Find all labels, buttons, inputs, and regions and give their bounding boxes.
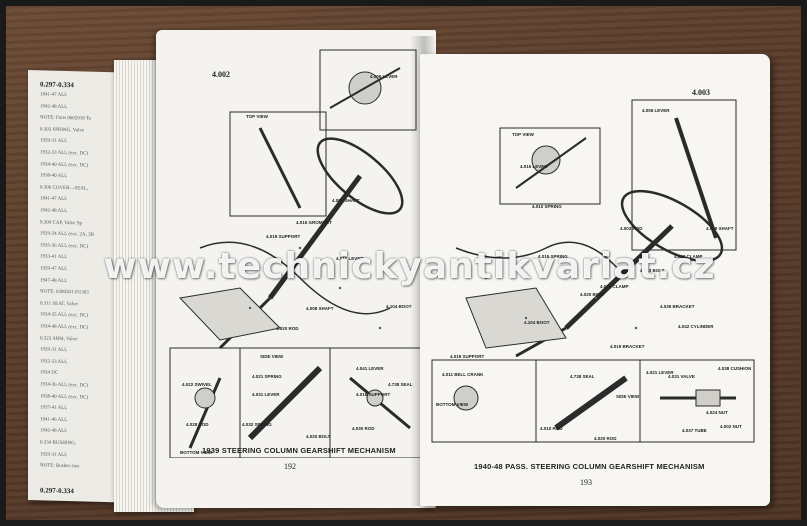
back-page-line: 0.311 SEAT, Valve <box>40 301 78 308</box>
right-page-caption: 1940-48 PASS. STEERING COLUMN GEARSHIFT … <box>474 462 705 471</box>
back-page-line: 1942-48 ALL <box>40 208 68 215</box>
back-page-line: 1934-40 ALL (exc. DC) <box>40 161 89 169</box>
diagram-callout-label: 4.031 VALVE <box>668 374 695 379</box>
column-detail-box <box>631 99 737 251</box>
diagram-callout-label: 4.008 SHAFT <box>306 306 334 311</box>
diagram-callout-label: TOP VIEW <box>246 114 268 119</box>
diagram-callout-label: 4.010 SPRING <box>532 204 562 209</box>
diagram-callout-label: 4.738 SEAL <box>570 374 595 379</box>
diagram-callout-label: 4.003 ROD <box>620 226 643 231</box>
diagram-callout-label: SIDE VIEW <box>616 394 640 399</box>
detail-box <box>319 49 417 131</box>
back-page-line: 1929-34 ALL (exc. 2A, 3B <box>40 231 94 238</box>
diagram-callout-label: 4.016 LEVER <box>336 256 364 261</box>
back-page-line: 0.309 CAP, Valve Sp <box>40 219 82 227</box>
diagram-callout-label: 4.030 ROD <box>352 426 375 431</box>
diagram-callout-label: BOTTOM VIEW <box>436 402 469 407</box>
diagram-callout-label: 4.019 SUPPORT <box>450 354 485 359</box>
diagram-callout-label: 4.011 BELL CRANK <box>442 372 484 377</box>
back-page-line: 1934-36 ALL (exc. DC) <box>40 382 89 389</box>
diagram-callout-label: 4.038 CUSHION <box>718 366 752 371</box>
back-page-line: 1941-46 ALL <box>40 417 68 423</box>
diagram-callout-label: 4.019 SUPPORT <box>266 234 301 239</box>
right-steering-diagram <box>431 99 755 443</box>
diagram-callout-label: 4.021 LEVER <box>646 370 674 375</box>
diagram-callout-label: 4.019 BRACKET <box>610 344 645 349</box>
diagram-callout-label: 4.020 BOLT <box>580 292 605 297</box>
diagram-callout-label: 4.104 BOOT <box>386 304 412 309</box>
diagram-callout-label: 4.738 SEAL <box>388 382 413 387</box>
diagram-callout-label: 4.015 GROMMET <box>296 220 333 225</box>
diagram-callout-label: 4.008 SHAFT <box>332 198 360 203</box>
back-page-header: 0.297-0.334 <box>40 80 74 90</box>
right-page-number: 193 <box>580 478 592 487</box>
diagram-callout-label: 4.020 BOLT <box>306 434 331 439</box>
right-page-tag: 4.003 <box>692 88 710 97</box>
diagram-callout-label: 4.018 SUPPORT <box>356 392 391 397</box>
left-page-caption: 1939 STEERING COLUMN GEARSHIFT MECHANISM <box>202 446 396 455</box>
back-page-line: 1932-33 ALL <box>40 359 68 365</box>
diagram-callout-label: 4.042 CYLINDER <box>678 324 714 329</box>
diagram-callout-label: TOP VIEW <box>512 132 534 137</box>
back-page-line: 1942-48 ALL <box>40 103 68 110</box>
diagram-callout-label: 4.035 BRACKET <box>660 304 695 309</box>
watermark-text: www.technickyantikvariat.cz <box>103 246 716 287</box>
diagram-callout-label: 4.002 NUT <box>720 424 742 429</box>
valve-detail-box <box>639 359 755 443</box>
diagram-callout-label: 4.006 LEVER <box>642 108 670 113</box>
back-page-line: 0.334 BUSHING, <box>40 440 76 447</box>
diagram-callout-label: 4.031 LEVER <box>252 392 280 397</box>
diagram-callout-label: 4.010 ROD <box>540 426 563 431</box>
diagram-callout-label: 4.008 SHAFT <box>706 226 734 231</box>
back-page-line: 0.306 COVER—SEAL, <box>40 185 89 192</box>
back-page-line: 1929-31 ALL <box>40 451 68 458</box>
back-page-line: 0.303 SPRING, Valve <box>40 127 85 134</box>
diagram-callout-label: 4.020 ROD <box>594 436 617 441</box>
diagram-callout-label: 4.006 LEVER <box>370 74 398 79</box>
back-page-line: NOTE: 0300301-D1303 <box>40 289 89 296</box>
back-page-line: NOTE: Parts 0602918 To <box>40 115 92 122</box>
diagram-callout-label: 4.022 SWIVEL <box>182 382 212 387</box>
top-view-box <box>499 127 601 205</box>
back-page-line: NOTE: Bushes size <box>40 463 80 470</box>
diagram-callout-label: 4.015 SPRING <box>538 254 568 259</box>
diagram-callout-label: 4.020 ROD <box>276 326 299 331</box>
back-page-line: 1942-48 ALL <box>40 428 68 435</box>
diagram-callout-label: 4.037 TUBE <box>682 428 707 433</box>
back-page-line: 1934-35 ALL (exc. DC) <box>40 312 89 320</box>
left-page: 4.002 <box>156 30 436 508</box>
back-page-line: 1938-40 ALL (exc. DC) <box>40 393 89 401</box>
back-page-footer: 0.297-0.334 <box>40 486 74 496</box>
diagram-callout-label: 4.008 CLAMP <box>674 254 703 259</box>
left-page-tag: 4.002 <box>212 70 230 79</box>
diagram-callout-label: 4.028 ROD <box>186 422 209 427</box>
diagram-callout-label: BOTTOM VIEW <box>180 450 213 455</box>
left-steering-diagram <box>169 49 429 458</box>
back-page-line: 1934-48 ALL (exc. DC) <box>40 324 89 331</box>
back-page-line: 1934 DC <box>40 370 59 377</box>
diagram-callout-label: 4.016 CLAMP <box>600 284 629 289</box>
back-page-line: 1932-33 ALL (exc. DC) <box>40 150 89 157</box>
top-view-box <box>229 111 327 217</box>
left-page-number: 192 <box>284 462 296 471</box>
back-page-line: 1941-47 ALL <box>40 196 68 203</box>
back-page-line: 1937-41 ALL <box>40 405 68 412</box>
diagram-callout-label: 4.033 BOLT <box>640 268 665 273</box>
back-page-line: 1929-31 ALL <box>40 347 68 354</box>
back-page-line: 1938-40 ALL <box>40 173 68 180</box>
diagram-callout-label: 4.016 LEVER <box>520 164 548 169</box>
diagram-callout-label: 4.024 NUT <box>706 410 728 415</box>
back-page-line: 1929-31 ALL <box>40 138 68 145</box>
diagram-callout-label: SIDE VIEW <box>260 354 284 359</box>
diagram-callout-label: 4.041 LEVER <box>356 366 384 371</box>
back-page-line: 1941-47 ALL <box>40 92 68 99</box>
diagram-callout-label: 4.021 SPRING <box>252 374 282 379</box>
right-page: 4.003 <box>420 54 770 506</box>
diagram-callout-label: 4.032 SPRING <box>242 422 272 427</box>
diagram-callout-label: 4.104 BOOT <box>524 320 550 325</box>
back-page-line: 0.323 ARM, Valve <box>40 335 78 342</box>
